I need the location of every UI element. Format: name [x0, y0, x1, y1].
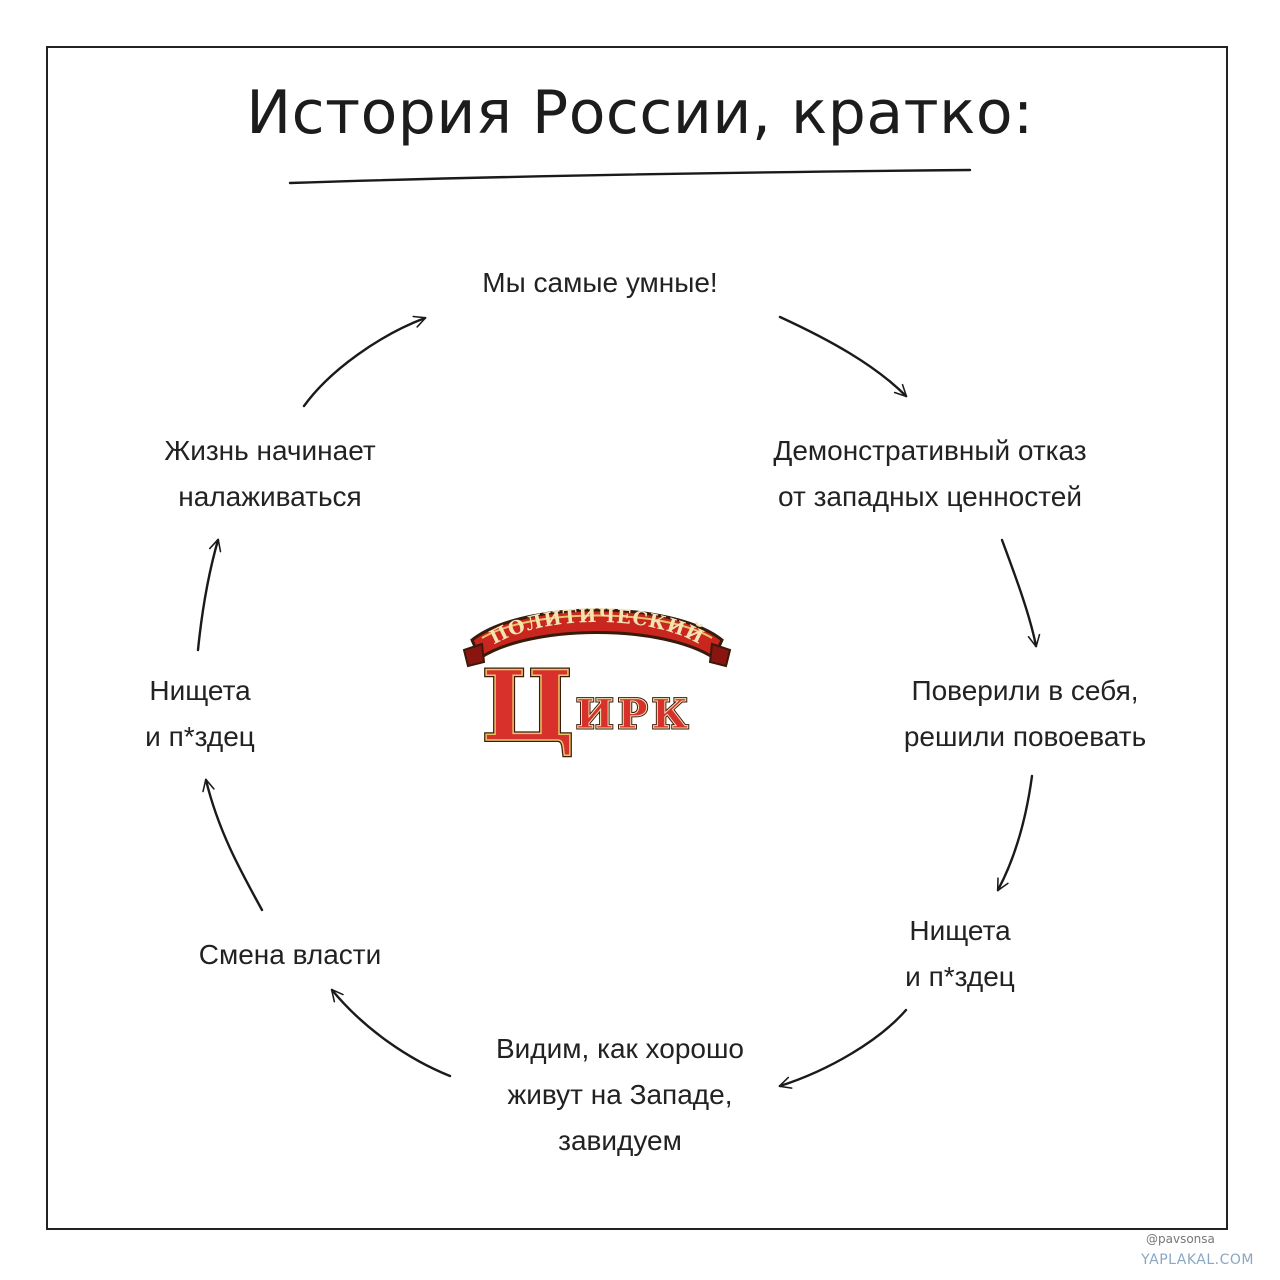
node-left2: Нищета и п*здец — [145, 675, 255, 752]
page-title: История России, кратко: — [246, 78, 1034, 148]
arrow-left1-to-top — [302, 315, 427, 408]
logo-big-letter-highlight: Ц — [482, 650, 575, 763]
arrow-right2-to-right3 — [996, 774, 1034, 892]
political-circus-logo: ПОЛИТИЧЕСКИЙ Ц Ц ИРК ИРК — [462, 605, 732, 765]
title-underline — [288, 168, 972, 185]
node-right1: Демонстративный отказ от западных ценнос… — [773, 435, 1087, 512]
node-right2: Поверили в себя, решили повоевать — [903, 675, 1147, 752]
arrow-right1-to-right2 — [1000, 538, 1041, 648]
node-left1: Жизнь начинает налаживаться — [164, 435, 376, 512]
author-credit: @pavsonsa — [1146, 1232, 1215, 1246]
logo-rest-text: ИРК — [576, 691, 692, 738]
node-left3: Смена власти — [198, 939, 382, 970]
node-top: Мы самые умные! — [482, 267, 718, 298]
node-right3: Нищета и п*здец — [905, 915, 1015, 992]
node-bottom: Видим, как хорошо живут на Западе, завид… — [495, 1033, 744, 1156]
arrow-bottom-to-left3 — [330, 988, 452, 1078]
logo-big-letter: Ц — [482, 650, 575, 763]
arrow-left3-to-left2 — [202, 778, 264, 912]
logo-rest-highlight: ИРК — [576, 691, 692, 738]
arrow-left2-to-left1 — [196, 538, 222, 652]
arrow-right3-to-bottom — [778, 1008, 908, 1089]
arrow-top-to-right1 — [778, 315, 908, 398]
site-watermark: YAPLAKAL.COM — [1141, 1252, 1254, 1268]
comic-frame — [46, 46, 1228, 1230]
